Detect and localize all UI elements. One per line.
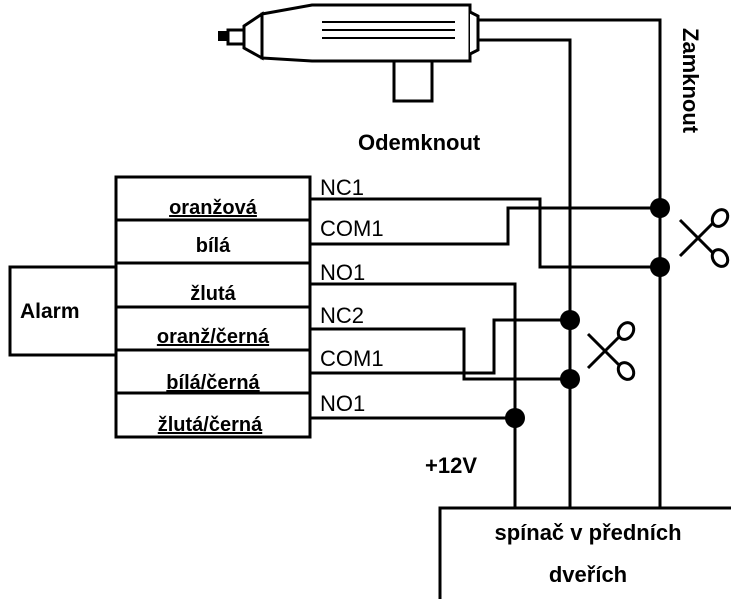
terminal-label: NO1	[320, 391, 365, 416]
wire-nc2	[310, 327, 570, 381]
door-switch-box: spínač v předních dveřích	[438, 506, 731, 599]
wire-nc1	[310, 197, 660, 269]
lock-label: Zamknout	[678, 28, 703, 134]
scissors-icon	[586, 321, 636, 381]
switch-label-line2: dveřích	[549, 562, 627, 587]
wire-no1-a	[310, 282, 517, 508]
alarm-connector: oranžová bílá žlutá oranž/černá bílá/čer…	[114, 175, 312, 439]
wire-color-label: bílá/černá	[166, 372, 260, 394]
door-lock-actuator-icon	[218, 3, 480, 103]
unlock-label: Odemknout	[358, 130, 481, 155]
wire-color-label: oranž/černá	[157, 326, 270, 348]
wire-color-label: bílá	[196, 235, 231, 257]
alarm-label: Alarm	[20, 300, 80, 323]
scissors-icon	[678, 208, 730, 268]
relay-terminal-labels: NC1 COM1 NO1 NC2 COM1 NO1	[320, 175, 384, 416]
actuator-wire-lock	[478, 18, 662, 508]
actuator-wire-unlock	[478, 38, 572, 508]
switch-label-line1: spínač v předních	[494, 520, 681, 545]
wire-color-label: žlutá	[190, 283, 236, 305]
alarm-box	[8, 265, 118, 357]
terminal-label: COM1	[320, 216, 384, 241]
junction-dot-icon	[505, 198, 670, 428]
wire-color-label: žlutá/černá	[158, 414, 263, 436]
wire-com1-a	[310, 206, 660, 246]
wire-color-label: oranžová	[169, 197, 258, 219]
wire-com1-b	[310, 318, 570, 375]
terminal-label: NC1	[320, 175, 364, 200]
terminal-label: NO1	[320, 260, 365, 285]
power-label: +12V	[425, 453, 477, 478]
terminal-label: COM1	[320, 346, 384, 371]
terminal-label: NC2	[320, 303, 364, 328]
